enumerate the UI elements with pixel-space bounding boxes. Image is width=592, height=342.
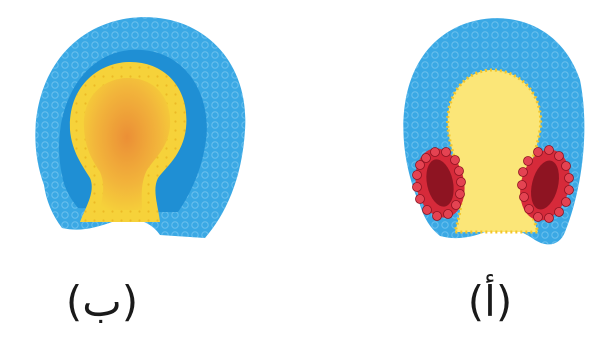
figure-a-embryo: [403, 18, 584, 244]
figure-b-caption: (ب): [42, 272, 162, 332]
figure-a-caption: (أ): [430, 272, 550, 332]
figure-b-embryo: [35, 17, 245, 238]
